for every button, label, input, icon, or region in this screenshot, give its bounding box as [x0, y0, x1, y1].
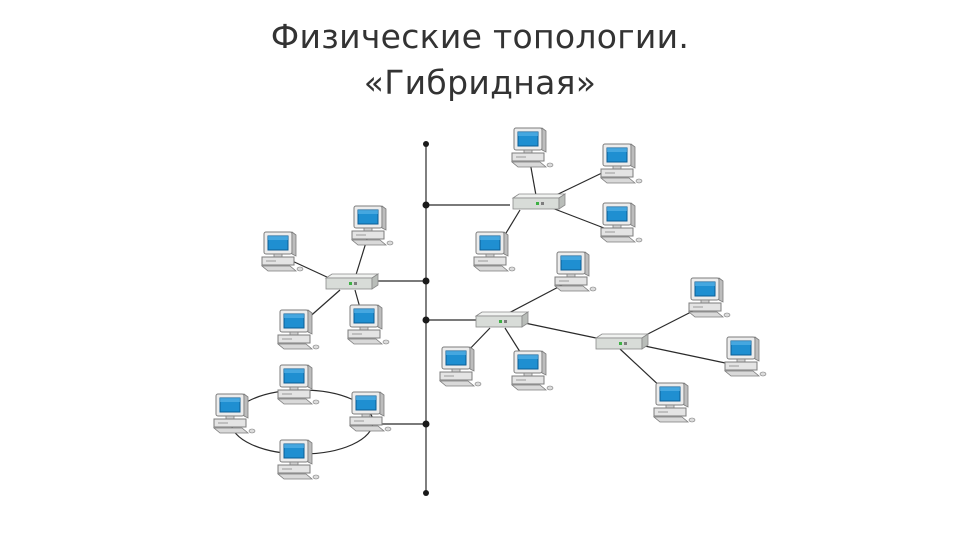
pc-ring-bottom	[277, 439, 320, 480]
link	[639, 344, 731, 365]
pc-h4-3	[653, 382, 696, 423]
backbone-tap-3	[422, 316, 430, 324]
terminator-top	[423, 141, 429, 147]
hub-1	[512, 193, 566, 210]
computers	[213, 127, 767, 480]
pc-h2-4	[347, 304, 390, 345]
link	[639, 310, 694, 339]
terminator-bottom	[423, 490, 429, 496]
backbone-tap-1	[422, 201, 430, 209]
backbone-terminators	[422, 141, 430, 496]
pc-ring-right	[349, 391, 392, 432]
pc-h3-3	[511, 350, 554, 391]
backbone-tap-2	[422, 277, 430, 285]
link	[504, 282, 567, 316]
pc-h3-2	[439, 346, 482, 387]
pc-h2-1	[351, 205, 394, 246]
pc-h1-1	[511, 127, 554, 168]
pc-h1-4	[473, 231, 516, 272]
pc-h3-1	[554, 251, 597, 292]
slide-title: Физические топологии. «Гибридная»	[0, 14, 960, 106]
backbone-tap-4	[422, 420, 430, 428]
pc-h2-2	[261, 231, 304, 272]
pc-ring-top	[277, 364, 320, 405]
pc-ring-left	[213, 393, 256, 434]
pc-h4-2	[724, 336, 767, 377]
pc-h2-3	[277, 309, 320, 350]
hub-2	[325, 273, 379, 290]
pc-h1-3	[600, 202, 643, 243]
hub-4	[595, 333, 649, 350]
pc-h4-1	[688, 277, 731, 318]
title-line-1: Физические топологии.	[270, 17, 690, 56]
hub-3	[475, 311, 529, 328]
title-line-2: «Гибридная»	[363, 63, 597, 102]
pc-h1-2	[600, 143, 643, 184]
link	[551, 207, 605, 229]
